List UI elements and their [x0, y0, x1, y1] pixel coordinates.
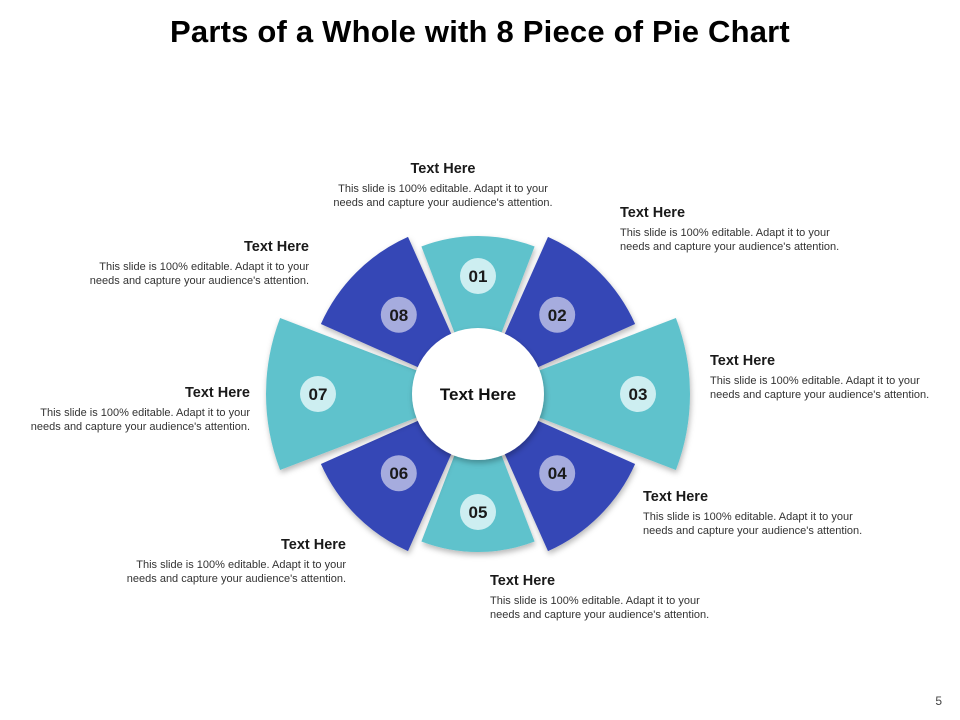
text-block-heading: Text Here [243, 239, 309, 255]
segment-number: 05 [469, 503, 488, 522]
text-block-07: Text Here This slide is 100% editable. A… [31, 385, 250, 434]
text-block-line: needs and capture your audience's attent… [30, 421, 250, 433]
pie-segment-03 [535, 318, 690, 470]
pie-segment-07 [266, 318, 421, 470]
center-circle [412, 328, 544, 460]
text-block-01: Text Here This slide is 100% editable. A… [230, 161, 656, 210]
text-block-line: This slide is 100% editable. Adapt it to… [338, 183, 548, 195]
text-block-02: Text Here This slide is 100% editable. A… [620, 205, 839, 254]
text-block-line: needs and capture your audience's attent… [490, 609, 710, 621]
segment-number: 02 [548, 306, 567, 325]
text-block-line: needs and capture your audience's attent… [620, 241, 840, 253]
segment-number: 08 [389, 306, 408, 325]
text-block-line: This slide is 100% editable. Adapt it to… [620, 227, 830, 239]
segment-number: 07 [309, 385, 328, 404]
text-block-line: This slide is 100% editable. Adapt it to… [490, 595, 700, 607]
text-block-heading: Text Here [280, 537, 346, 553]
text-block-04: Text Here This slide is 100% editable. A… [643, 489, 862, 538]
text-block-heading: Text Here [710, 353, 776, 369]
text-block-06: Text Here This slide is 100% editable. A… [127, 537, 346, 586]
text-block-08: Text Here This slide is 100% editable. A… [90, 239, 309, 288]
segment-number: 01 [469, 267, 488, 286]
segment-number-badge [460, 258, 496, 294]
text-block-heading: Text Here [410, 161, 476, 177]
segment-number-badge [460, 494, 496, 530]
segment-number: 06 [389, 464, 408, 483]
text-block-line: needs and capture your audience's attent… [643, 525, 863, 537]
text-block-line: needs and capture your audience's attent… [126, 573, 346, 585]
text-block-line: This slide is 100% editable. Adapt it to… [643, 511, 853, 523]
segment-number-badge [380, 455, 417, 492]
text-block-line: This slide is 100% editable. Adapt it to… [710, 375, 920, 387]
text-block-heading: Text Here [490, 573, 556, 589]
text-block-heading: Text Here [620, 205, 686, 221]
text-block-line: needs and capture your audience's attent… [333, 197, 553, 209]
segment-number-badge [380, 296, 417, 333]
text-block-line: needs and capture your audience's attent… [710, 389, 930, 401]
segment-number: 03 [629, 385, 648, 404]
text-block-03: Text Here This slide is 100% editable. A… [710, 353, 929, 402]
text-block-heading: Text Here [184, 385, 250, 401]
segment-number-badge [539, 455, 576, 492]
text-block-05: Text Here This slide is 100% editable. A… [490, 573, 709, 622]
segment-number-badge [620, 376, 656, 412]
text-block-line: This slide is 100% editable. Adapt it to… [40, 407, 250, 419]
slide-title: Parts of a Whole with 8 Piece of Pie Cha… [170, 14, 790, 49]
segment-number-badge [300, 376, 336, 412]
text-block-line: This slide is 100% editable. Adapt it to… [136, 559, 346, 571]
text-block-heading: Text Here [643, 489, 709, 505]
center-label: Text Here [440, 385, 516, 404]
text-block-line: needs and capture your audience's attent… [89, 275, 309, 287]
page-number: 5 [935, 694, 942, 708]
text-block-line: This slide is 100% editable. Adapt it to… [99, 261, 309, 273]
segment-number: 04 [548, 464, 567, 483]
segment-number-badge [539, 296, 576, 333]
